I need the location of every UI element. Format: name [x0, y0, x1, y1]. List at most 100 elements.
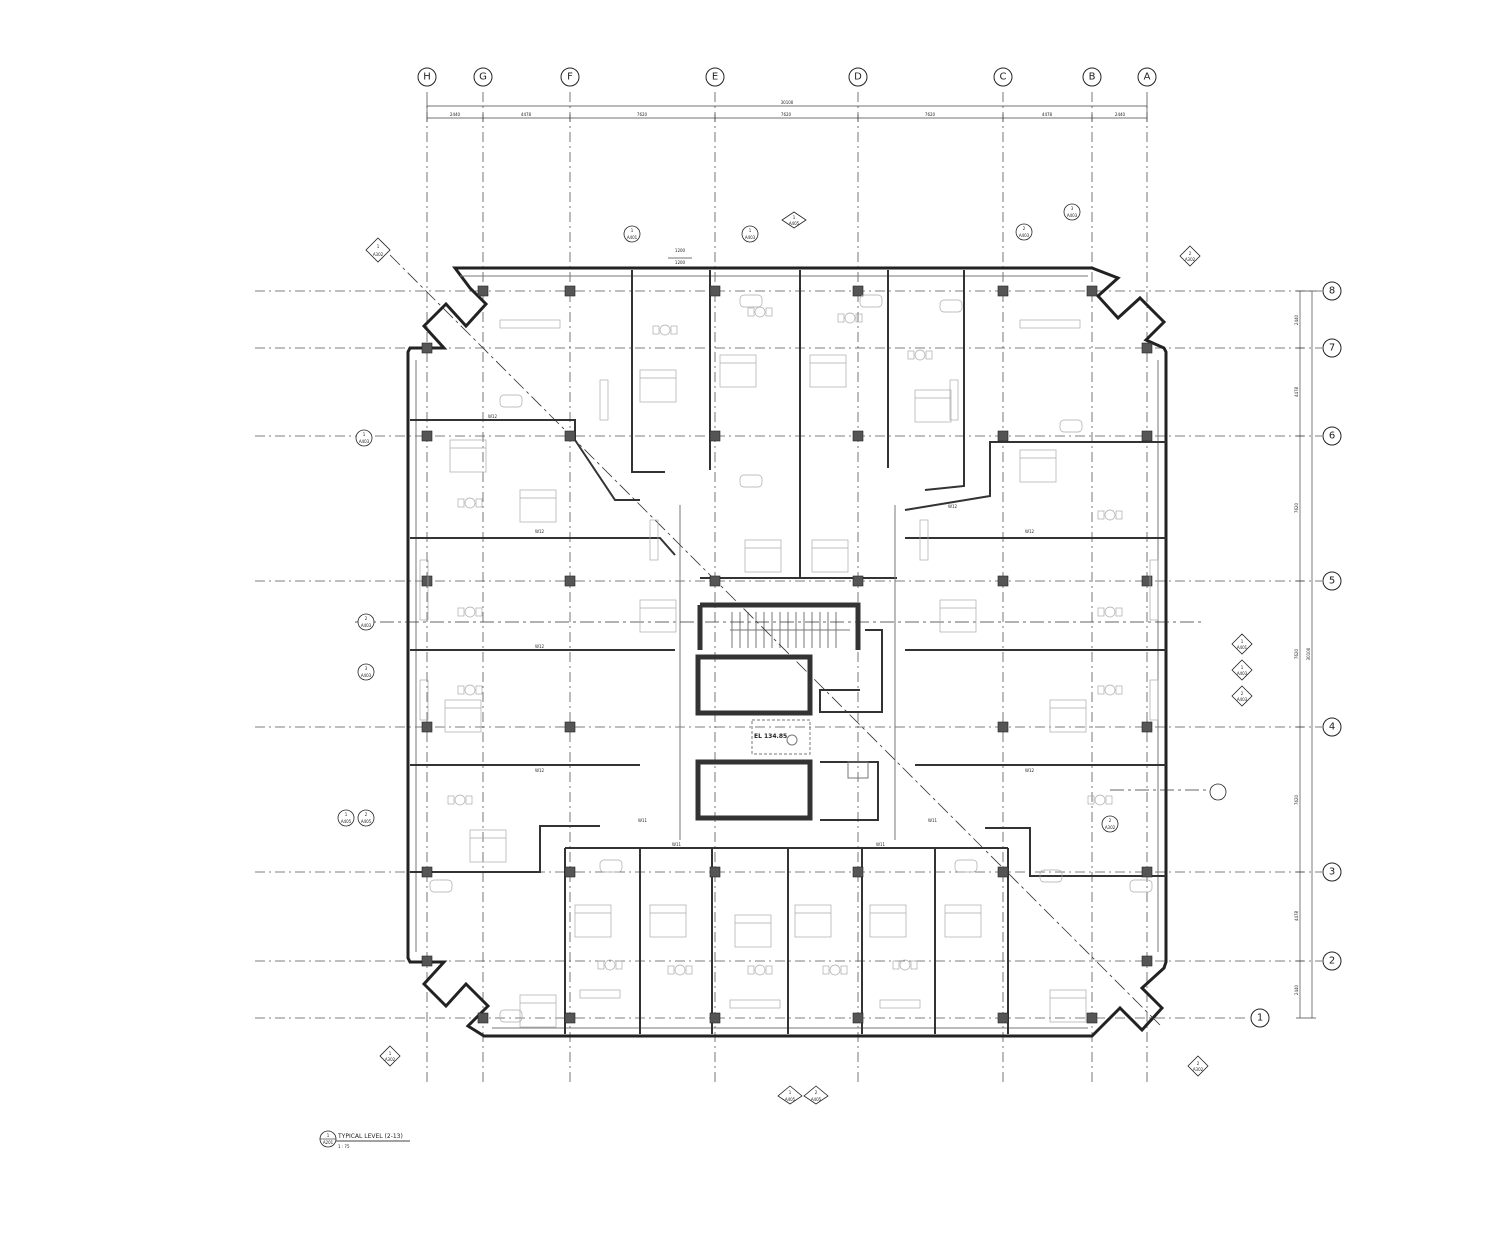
svg-text:1: 1 — [1241, 639, 1244, 644]
furniture-item — [444, 699, 482, 733]
grid-label-2: 2 — [1329, 956, 1335, 967]
svg-text:A403: A403 — [1019, 233, 1030, 238]
section-marker: 1 A405 — [337, 809, 355, 827]
structural-column — [564, 575, 576, 587]
section-marker: 3 A403 — [1063, 203, 1081, 221]
drawing-title-text: TYPICAL LEVEL (2-13) — [337, 1133, 403, 1140]
section-marker: 1 A403 — [1231, 659, 1253, 681]
structural-column — [564, 430, 576, 442]
furniture-item — [754, 964, 766, 976]
exterior-wall-outline — [406, 266, 1168, 1038]
furniture-item — [599, 859, 623, 873]
furniture-item — [954, 859, 978, 873]
svg-text:2: 2 — [1109, 818, 1112, 823]
svg-text:A403: A403 — [1067, 213, 1078, 218]
section-marker: 1 A403 — [355, 429, 373, 447]
structural-column — [564, 866, 576, 878]
furniture-item — [949, 379, 959, 421]
structural-column — [709, 866, 721, 878]
section-marker: 2 A403 — [1231, 685, 1253, 707]
section-marker — [1209, 783, 1227, 801]
dim-seg-v-3: 7620 — [1294, 502, 1299, 513]
furniture-item — [685, 965, 693, 975]
svg-text:A302: A302 — [373, 252, 384, 257]
furniture-item — [939, 599, 977, 633]
wall-tag: W12 — [535, 529, 545, 534]
furniture-item — [419, 679, 429, 721]
section-marker: 1 A401 — [623, 225, 641, 243]
svg-text:2: 2 — [365, 812, 368, 817]
section-marker: 2 A405 — [803, 1085, 829, 1105]
furniture-item — [1105, 795, 1113, 805]
svg-text:2: 2 — [365, 616, 368, 621]
furniture-item — [811, 539, 849, 573]
structural-column — [852, 1012, 864, 1024]
grid-bubbles-columns: H G F E D C B A — [417, 67, 1157, 87]
grid-label-6: 6 — [1329, 431, 1335, 442]
furniture-item — [939, 299, 963, 313]
wall-tag: W12 — [535, 768, 545, 773]
dim-seg-h-2: 4478 — [521, 112, 532, 117]
grid-bubbles-rows: 8 7 6 5 4 3 2 1 — [1250, 281, 1342, 1028]
furniture-item — [674, 964, 686, 976]
furniture-item — [469, 829, 507, 863]
top-dimension-callout: 1200 1200 — [668, 248, 692, 265]
svg-text:A403: A403 — [359, 439, 370, 444]
furniture-item — [1097, 607, 1105, 617]
section-marker: 2 A403 — [357, 613, 375, 631]
dim-seg-h-6: 4478 — [1042, 112, 1053, 117]
furniture-item — [822, 965, 830, 975]
section-marker: 1 A403 — [741, 225, 759, 243]
furniture-item — [747, 965, 755, 975]
svg-text:A403: A403 — [361, 623, 372, 628]
svg-text:1: 1 — [749, 228, 752, 233]
title-number: 1 — [327, 1133, 330, 1138]
furniture-item — [1104, 509, 1116, 521]
dim-seg-h-4: 7620 — [781, 112, 792, 117]
svg-text:1: 1 — [377, 244, 380, 249]
structural-column — [421, 866, 433, 878]
furniture-item — [475, 607, 483, 617]
furniture-item — [649, 519, 659, 561]
grid-label-1: 1 — [1257, 1013, 1263, 1024]
svg-text:A403: A403 — [1237, 697, 1248, 702]
structural-columns — [421, 285, 1153, 1024]
stair-treads — [730, 612, 850, 648]
furniture-item — [639, 369, 677, 403]
svg-text:1: 1 — [789, 1090, 792, 1095]
structural-column — [477, 285, 489, 297]
svg-text:A401: A401 — [1237, 645, 1248, 650]
demising-walls — [410, 270, 1166, 1034]
furniture-item — [840, 965, 848, 975]
grid-label-g: G — [479, 72, 487, 83]
grid-label-5: 5 — [1329, 576, 1335, 587]
furniture-item — [892, 960, 900, 970]
furniture-item — [754, 306, 766, 318]
structural-column — [852, 285, 864, 297]
section-marker: 1 A302 — [365, 237, 391, 263]
unit-furniture — [419, 294, 1159, 1028]
section-marker: 2 A302 — [1101, 815, 1119, 833]
building-core: EL 134.85 — [695, 602, 883, 821]
section-marker: 2 A405 — [357, 809, 375, 827]
furniture-item — [899, 959, 911, 971]
section-marker: 2 A403 — [1015, 223, 1033, 241]
furniture-item — [1087, 795, 1095, 805]
furniture-item — [519, 489, 557, 523]
furniture-item — [1094, 794, 1106, 806]
drawing-title: 1 A201 TYPICAL LEVEL (2-13) 1 : 75 — [319, 1130, 410, 1149]
dim-seg-v-1: 2440 — [1294, 314, 1299, 325]
wall-tag: W12 — [535, 644, 545, 649]
furniture-item — [794, 904, 832, 938]
furniture-item — [1097, 685, 1105, 695]
wall-tag: W12 — [1025, 529, 1035, 534]
svg-text:A403: A403 — [361, 673, 372, 678]
structural-column — [1141, 955, 1153, 967]
svg-text:1: 1 — [631, 228, 634, 233]
furniture-item — [829, 964, 841, 976]
furniture-item — [1149, 559, 1159, 621]
dim-seg-h-5: 7620 — [925, 112, 936, 117]
svg-text:A405: A405 — [789, 221, 800, 226]
furniture-item — [457, 607, 465, 617]
